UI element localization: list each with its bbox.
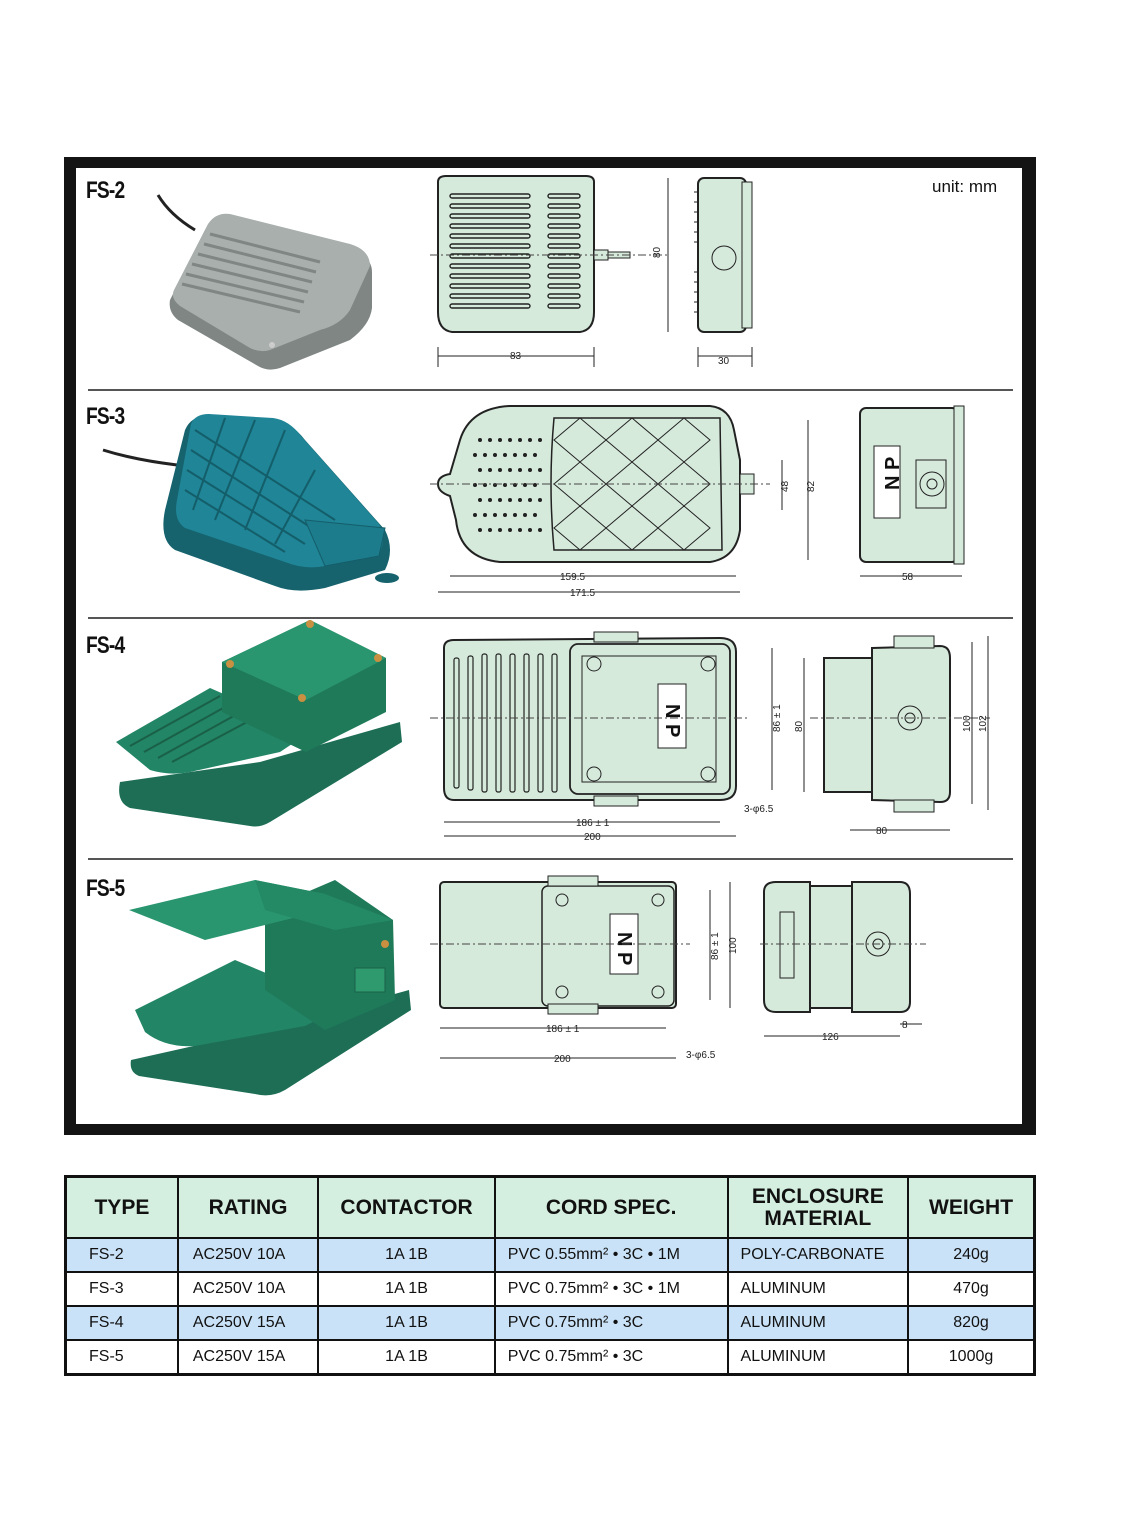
fs5-side-view-drawing: 126 8 — [760, 881, 926, 1043]
dimension-label: 159.5 — [560, 572, 585, 583]
nameplate-text: N P — [661, 704, 683, 737]
table-row: FS-4 AC250V 15A 1A 1B PVC 0.75mm² • 3C A… — [64, 1305, 1036, 1341]
section-divider — [88, 389, 1013, 391]
section-divider — [88, 617, 1013, 619]
dimension-label: 30 — [718, 356, 730, 367]
dimension-label: 100 — [728, 937, 739, 954]
table-row: FS-3 AC250V 10A 1A 1B PVC 0.75mm² • 3C •… — [64, 1271, 1036, 1307]
spec-table: TYPE RATING CONTACTOR CORD SPEC. ENCLOSU… — [64, 1175, 1036, 1376]
fs2-side-view-drawing: 30 — [694, 177, 753, 367]
table-header-row: TYPE RATING CONTACTOR CORD SPEC. ENCLOSU… — [64, 1175, 1036, 1239]
table-cell: ALUMINUM — [726, 1339, 910, 1376]
dimension-label: 83 — [510, 351, 522, 362]
column-header: CORD SPEC. — [493, 1175, 729, 1239]
column-header: WEIGHT — [907, 1175, 1036, 1239]
fs2-top-view-drawing: 83 80 — [430, 175, 670, 367]
fs3-product-image — [102, 414, 399, 591]
table-cell: 470g — [907, 1271, 1036, 1307]
table-row: FS-5 AC250V 15A 1A 1B PVC 0.75mm² • 3C A… — [64, 1339, 1036, 1376]
table-cell: 1A 1B — [317, 1271, 496, 1307]
fs4-side-view-drawing: 80 100 102 80 — [794, 635, 990, 837]
table-cell: AC250V 10A — [176, 1237, 320, 1273]
fs2-product-image — [156, 194, 372, 370]
model-label-fs2: FS-2 — [86, 177, 125, 204]
column-header: TYPE — [64, 1175, 179, 1239]
fs5-product-image — [129, 880, 411, 1096]
table-cell: 1A 1B — [317, 1237, 496, 1273]
dimension-label: 82 — [806, 480, 817, 492]
model-label-fs4: FS-4 — [86, 632, 125, 659]
table-cell: AC250V 15A — [176, 1305, 320, 1341]
fs4-product-image — [116, 620, 402, 827]
table-cell: AC250V 15A — [176, 1339, 320, 1376]
table-cell: PVC 0.75mm² • 3C — [493, 1339, 729, 1376]
dimension-label: 80 — [794, 720, 805, 732]
table-cell: FS-3 — [64, 1271, 179, 1307]
table-cell: PVC 0.75mm² • 3C • 1M — [493, 1271, 729, 1307]
dimension-label: 48 — [780, 480, 791, 492]
table-cell: AC250V 10A — [176, 1271, 320, 1307]
fs3-top-view-drawing: 159.5 171.5 48 82 — [430, 405, 817, 599]
nameplate-text: N P — [613, 932, 635, 965]
table-cell: 240g — [907, 1237, 1036, 1273]
fs3-side-view-drawing: N P 58 — [859, 405, 965, 583]
model-label-fs3: FS-3 — [86, 403, 125, 430]
dimension-label: 126 — [822, 1032, 839, 1043]
dimension-label: 200 — [584, 832, 601, 843]
column-header: CONTACTOR — [317, 1175, 496, 1239]
unit-label: unit: mm — [932, 177, 998, 196]
dimension-label: 171.5 — [570, 588, 595, 599]
dimension-label: 186 ± 1 — [546, 1024, 580, 1035]
table-row: FS-2 AC250V 10A 1A 1B PVC 0.55mm² • 3C •… — [64, 1237, 1036, 1273]
table-cell: ALUMINUM — [726, 1271, 910, 1307]
dimension-label: 80 — [876, 826, 888, 837]
table-cell: FS-4 — [64, 1305, 179, 1341]
table-cell: 1A 1B — [317, 1305, 496, 1341]
table-cell: POLY-CARBONATE — [726, 1237, 910, 1273]
model-label-fs5: FS-5 — [86, 875, 125, 902]
nameplate-text: N P — [882, 457, 904, 490]
dimension-label: 86 ± 1 — [772, 704, 783, 732]
table-cell: ALUMINUM — [726, 1305, 910, 1341]
fs4-top-view-drawing: N P 186 ± 1 200 86 ± 1 3-φ6.5 — [430, 631, 783, 843]
dimension-label: 3-φ6.5 — [744, 804, 774, 815]
dimension-label: 200 — [554, 1054, 571, 1065]
section-divider — [88, 858, 1013, 860]
dimension-label: 186 ± 1 — [576, 818, 610, 829]
table-cell: FS-5 — [64, 1339, 179, 1376]
dimension-label: 80 — [652, 246, 663, 258]
table-cell: 1A 1B — [317, 1339, 496, 1376]
dimension-label: 86 ± 1 — [710, 932, 721, 960]
table-cell: PVC 0.55mm² • 3C • 1M — [493, 1237, 729, 1273]
dimension-label: 3-φ6.5 — [686, 1050, 716, 1061]
dimension-label: 8 — [902, 1020, 908, 1031]
dimension-label: 100 — [962, 715, 973, 732]
dimension-label: 102 — [978, 715, 989, 732]
column-header: ENCLOSURE MATERIAL — [726, 1175, 910, 1239]
table-cell: PVC 0.75mm² • 3C — [493, 1305, 729, 1341]
table-cell: 1000g — [907, 1339, 1036, 1376]
table-cell: 820g — [907, 1305, 1036, 1341]
dimension-label: 58 — [902, 572, 914, 583]
column-header: RATING — [176, 1175, 320, 1239]
fs5-top-view-drawing: N P 186 ± 1 200 86 ± 1 100 3-φ6.5 — [430, 875, 739, 1065]
table-cell: FS-2 — [64, 1237, 179, 1273]
